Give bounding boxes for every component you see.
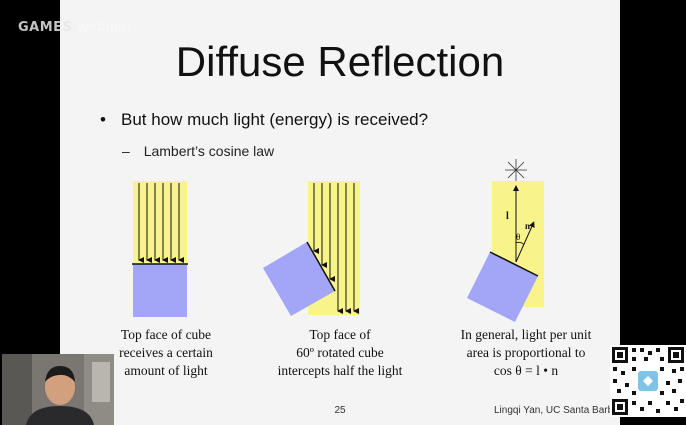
presenter-webcam [2, 354, 114, 425]
caption-line: cos θ = l • n [493, 363, 559, 378]
sub-bullet: – Lambert’s cosine law [122, 143, 274, 159]
light-vector-label: l [506, 211, 509, 222]
presenter-image [2, 354, 114, 425]
caption-line: receives a certain [119, 345, 213, 360]
figure-3-caption: In general, light per unit area is propo… [440, 326, 612, 380]
caption-line: 60º rotated cube [296, 345, 384, 360]
watermark-games: GAMES [18, 20, 73, 35]
figure-1-light-rays [138, 183, 184, 263]
figure-2-caption: Top face of 60º rotated cube intercepts … [255, 326, 425, 380]
figure-2-light-rays [313, 183, 359, 314]
caption-line: Top face of cube [120, 327, 212, 342]
normal-vector-label: n [525, 221, 530, 231]
figure-1-light-beam [133, 181, 187, 264]
figure-3: l n θ [467, 159, 544, 322]
bullet-text: But how much light (energy) is received? [121, 110, 429, 129]
caption-line: area is proportional to [466, 345, 586, 360]
light-source-icon [505, 159, 527, 181]
watermark-webinar: webinar [77, 20, 133, 35]
theta-label: θ [516, 232, 520, 242]
sub-bullet-text: Lambert’s cosine law [143, 143, 275, 159]
figure-2 [263, 181, 360, 316]
figure-3-cube [467, 252, 538, 322]
page-number: 25 [334, 405, 346, 416]
watermark: GAMES webinar [18, 20, 133, 35]
slide-credit: Lingqi Yan, UC Santa Barbara [494, 405, 620, 416]
caption-line: In general, light per unit [460, 327, 592, 342]
figure-1-caption: Top face of cube receives a certain amou… [96, 326, 236, 380]
caption-line: amount of light [124, 363, 208, 378]
sub-bullet-marker: – [122, 143, 130, 159]
qr-code-icon [610, 345, 686, 417]
caption-line: Top face of [309, 327, 371, 342]
caption-line: intercepts half the light [277, 363, 403, 378]
qr-code [610, 345, 686, 417]
figure-1-cube [133, 264, 187, 317]
slide-title: Diffuse Reflection [175, 38, 505, 85]
figure-1 [132, 181, 188, 317]
bullet-marker: • [100, 110, 106, 129]
